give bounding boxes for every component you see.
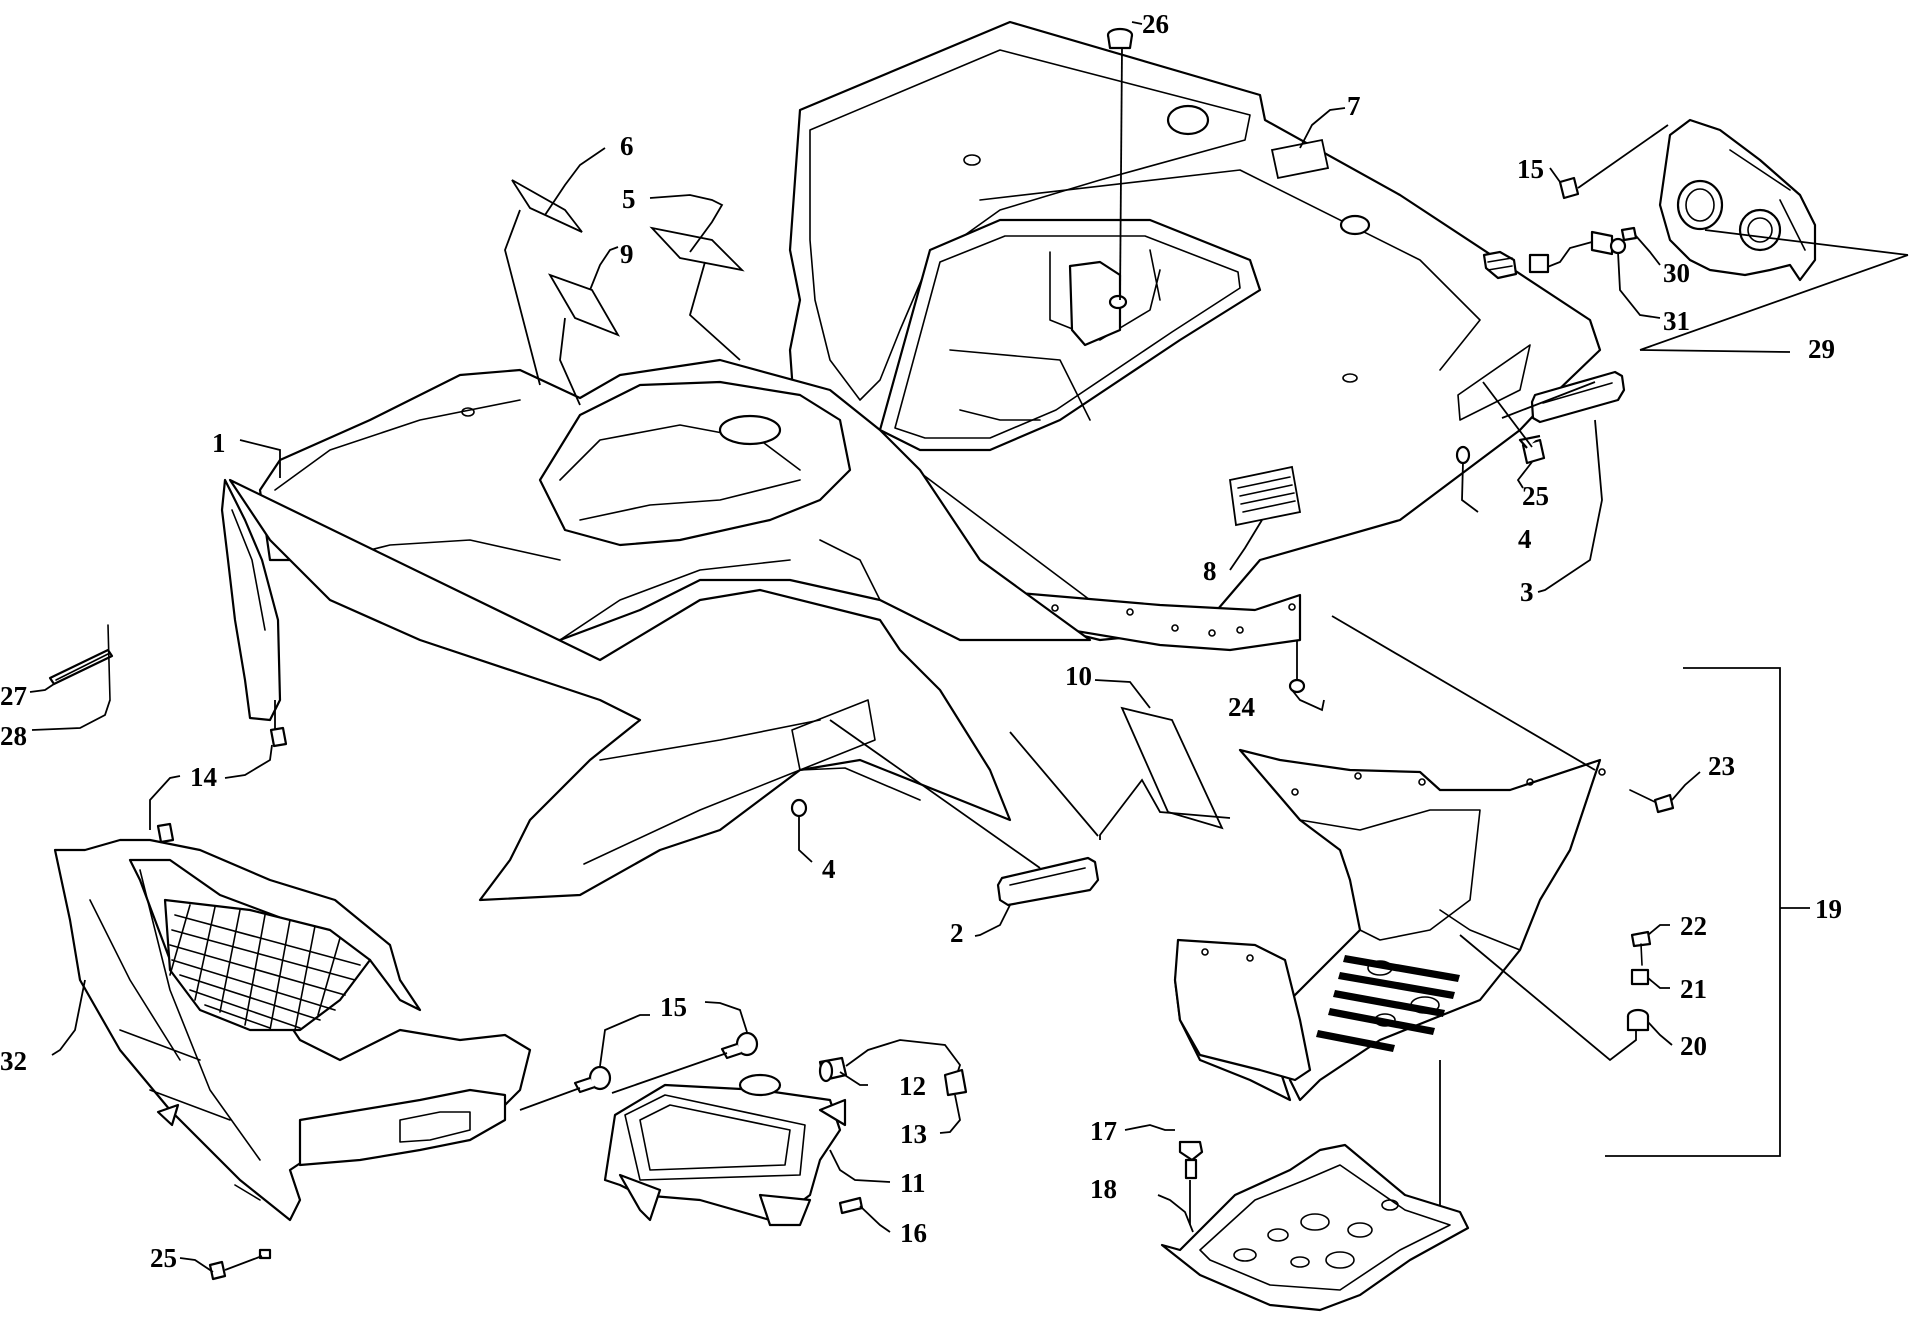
callout-9: 9 <box>620 239 634 269</box>
callout-6: 6 <box>620 131 634 161</box>
callout-24: 24 <box>1228 692 1255 722</box>
callout-3: 3 <box>1520 577 1534 607</box>
callout-15: 15 <box>1517 154 1544 184</box>
front-bumper-grille-32 <box>53 838 532 1222</box>
callout-4: 4 <box>822 854 836 884</box>
callout-21: 21 <box>1680 974 1707 1004</box>
headlight-bulb-harness <box>818 1039 968 1097</box>
callout-8: 8 <box>1203 556 1217 586</box>
callout-7: 7 <box>1347 91 1361 121</box>
reflector-2 <box>996 856 1100 907</box>
reflectors <box>996 370 1626 907</box>
reflector-3 <box>1530 370 1626 424</box>
rear-body-panel <box>788 20 1602 652</box>
leader-lines <box>29 21 1909 1273</box>
callout-31: 31 <box>1663 306 1690 336</box>
callout-17: 17 <box>1090 1116 1117 1146</box>
decal-9 <box>547 273 621 337</box>
callout-labels: 1 2 3 4 4 5 6 7 8 9 10 11 12 13 14 15 15… <box>0 9 1842 1273</box>
callout-2: 2 <box>950 918 964 948</box>
callout-10: 10 <box>1065 661 1092 691</box>
decals <box>511 179 1224 830</box>
callout-22: 22 <box>1680 911 1707 941</box>
callout-25: 25 <box>150 1243 177 1273</box>
callout-18: 18 <box>1090 1174 1117 1204</box>
callout-20: 20 <box>1680 1031 1707 1061</box>
fasteners <box>48 27 1675 1281</box>
callout-16: 16 <box>900 1218 927 1248</box>
headlight-11 <box>603 1073 847 1227</box>
foot-tread <box>1316 955 1460 1052</box>
callout-19: 19 <box>1815 894 1842 924</box>
decal-7 <box>1270 138 1330 180</box>
taillight-29 <box>1482 118 1817 282</box>
front-body-panel <box>220 358 1092 902</box>
callout-4: 4 <box>1518 524 1532 554</box>
callout-1: 1 <box>212 428 226 458</box>
callout-30: 30 <box>1663 258 1690 288</box>
footwell-19 <box>1173 748 1606 1102</box>
callout-26: 26 <box>1142 9 1169 39</box>
callout-5: 5 <box>622 184 636 214</box>
callout-32: 32 <box>0 1046 27 1076</box>
callout-13: 13 <box>900 1119 927 1149</box>
callout-12: 12 <box>899 1071 926 1101</box>
decal-10 <box>1120 706 1224 830</box>
decal-6 <box>511 179 583 233</box>
callout-28: 28 <box>0 721 27 751</box>
decal-5 <box>649 226 745 272</box>
callout-27: 27 <box>0 681 27 711</box>
callout-15: 15 <box>660 992 687 1022</box>
grille-mesh <box>169 904 361 1031</box>
callout-23: 23 <box>1708 751 1735 781</box>
footplate-18 <box>1160 1143 1470 1312</box>
callout-29: 29 <box>1808 334 1835 364</box>
callout-11: 11 <box>900 1168 926 1198</box>
callout-25: 25 <box>1522 481 1549 511</box>
callout-14: 14 <box>190 762 217 792</box>
